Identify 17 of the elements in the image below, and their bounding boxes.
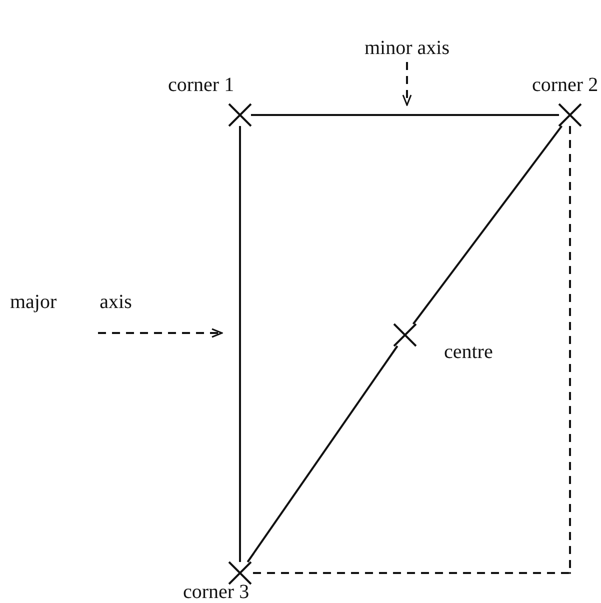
line <box>246 345 398 563</box>
line <box>239 126 241 562</box>
cross-mark <box>229 104 251 126</box>
dashed-line <box>251 572 569 574</box>
line <box>251 114 559 116</box>
cross-mark <box>394 324 416 346</box>
point-label: corner 2 <box>532 73 598 97</box>
point-label: corner 3 <box>183 580 250 603</box>
cross-mark <box>229 562 251 584</box>
cross-mark <box>559 104 581 126</box>
line <box>412 125 563 325</box>
axis-label: minor axis <box>354 36 460 60</box>
axis-label: major axis <box>10 290 170 314</box>
dashed-arrow <box>98 328 223 338</box>
point-label: corner 1 <box>168 73 234 97</box>
point-label: centre <box>444 340 493 364</box>
dashed-arrow <box>402 62 412 106</box>
